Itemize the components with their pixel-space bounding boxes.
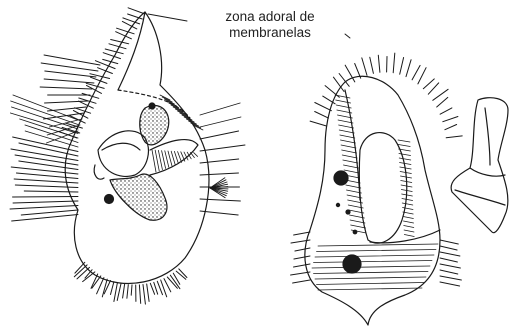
figure-label: zona adoral de membranelas — [205, 9, 335, 41]
right-micronucleus — [334, 171, 348, 185]
label-line-2: membranelas — [205, 25, 335, 41]
left-vacuole-dot — [105, 195, 114, 204]
right-fragment — [451, 98, 508, 233]
right-macronucleus — [343, 255, 361, 273]
left-ciliate — [10, 8, 245, 304]
left-oral-structure — [98, 131, 148, 177]
label-line-1: zona adoral de — [205, 9, 335, 25]
right-ciliate — [291, 53, 463, 325]
left-macronucleus — [110, 174, 167, 220]
label-pointer-line — [148, 14, 187, 21]
